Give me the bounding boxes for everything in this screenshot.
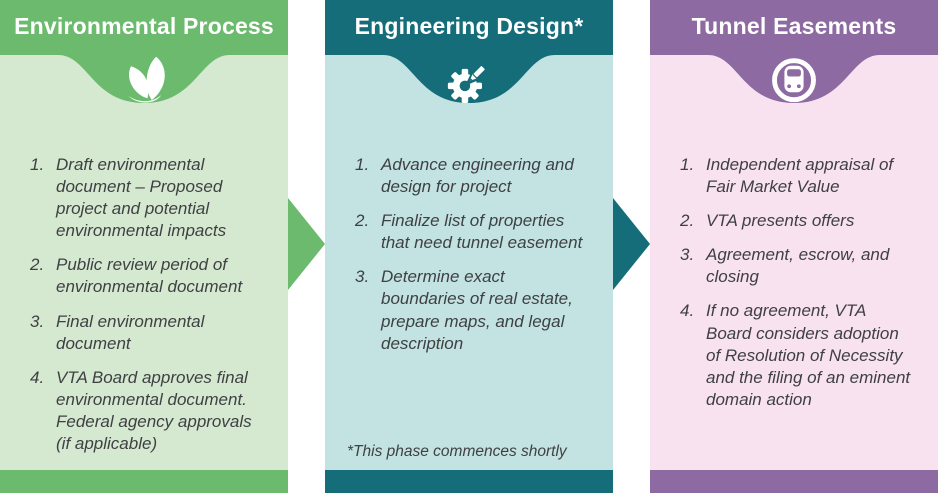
list-item: Final environmental document <box>30 311 205 353</box>
panel-title: Tunnel Easements <box>691 12 897 39</box>
list-item: VTA presents offers <box>680 210 855 232</box>
list-item: If no agreement, VTA Board considers ado… <box>680 300 911 409</box>
panel-title: Environmental Process <box>14 12 274 39</box>
list-item: Finalize list of properties that need tu… <box>355 210 583 253</box>
leaf-icon <box>116 55 172 107</box>
list-item: VTA Board approves final environmental d… <box>30 367 252 454</box>
list-item: Independent appraisal of Fair Market Val… <box>680 154 894 197</box>
panel-header: Engineering Design* <box>325 0 613 52</box>
panel-header: Tunnel Easements <box>650 0 938 52</box>
train-tunnel-icon <box>766 55 822 107</box>
panel-engineering-design: Engineering Design* <box>325 0 613 493</box>
arrow-right-icon <box>613 198 650 290</box>
step-list: Independent appraisal of Fair Market Val… <box>650 52 938 411</box>
step-list: Advance engineering and design for proje… <box>325 52 613 355</box>
list-item: Agreement, escrow, and closing <box>680 244 890 287</box>
panel-environmental-process: Environmental Process Draft environmenta… <box>0 0 288 493</box>
list-item: Determine exact boundaries of real estat… <box>355 266 573 353</box>
arrow-right-icon <box>288 198 325 290</box>
list-item: Public review period of environmental do… <box>30 254 243 297</box>
panel-footer-bar <box>325 470 613 493</box>
panel-header: Environmental Process <box>0 0 288 52</box>
list-item: Advance engineering and design for proje… <box>355 154 574 197</box>
gear-pencil-icon <box>441 55 497 107</box>
step-list: Draft environmental document – Proposed … <box>0 52 288 455</box>
panel-footer-bar <box>650 470 938 493</box>
list-item: Draft environmental document – Proposed … <box>30 154 227 241</box>
phase-footnote: *This phase commences shortly <box>347 443 567 460</box>
panel-tunnel-easements: Tunnel Easements Independent appraisal o… <box>650 0 938 493</box>
panel-title: Engineering Design* <box>354 12 584 39</box>
panel-footer-bar <box>0 470 288 493</box>
